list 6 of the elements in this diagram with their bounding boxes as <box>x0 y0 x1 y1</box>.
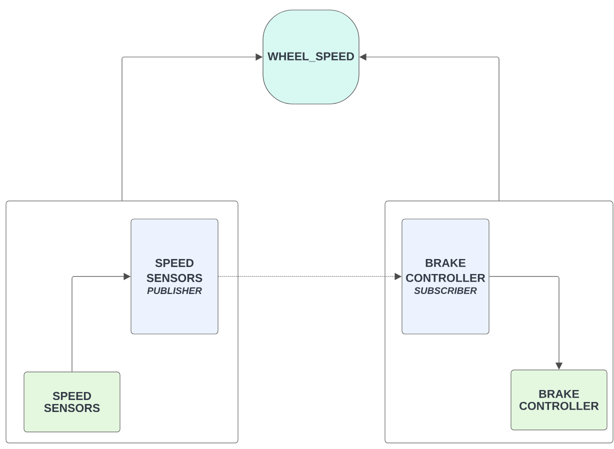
component-box: BRAKE CONTROLLER <box>510 370 608 430</box>
component-box: SPEED SENSORS PUBLISHER <box>130 218 218 334</box>
component-box: SPEED SENSORS <box>24 372 120 432</box>
component-box: BRAKE CONTROLLER SUBSCRIBER <box>402 218 490 334</box>
container-box <box>384 200 614 444</box>
container-box <box>6 200 238 444</box>
